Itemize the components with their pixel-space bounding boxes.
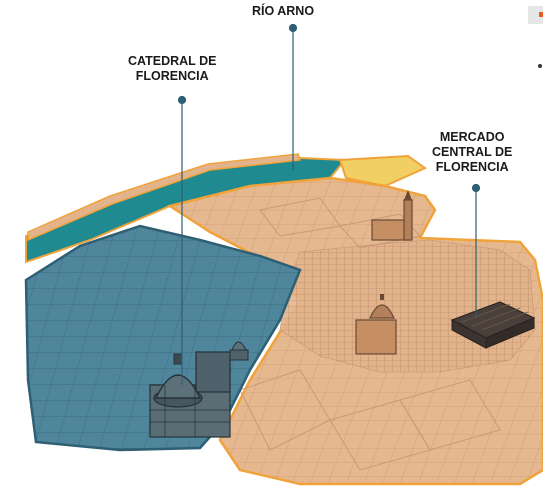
label-catedral: CATEDRAL DE FLORENCIA: [128, 54, 217, 83]
cathedral-dome-icon: [149, 341, 249, 438]
city-blocks: [239, 197, 501, 471]
corner-dot-icon: [538, 64, 542, 68]
market-hall-icon: [450, 301, 536, 349]
leader-lines: [177, 23, 481, 385]
church-icon: [355, 294, 397, 355]
label-mercado: MERCADO CENTRAL DE FLORENCIA: [432, 130, 513, 174]
label-rio-arno: RÍO ARNO: [252, 4, 315, 18]
tower-icon: [371, 190, 413, 241]
corner-tab-icon: [528, 6, 543, 24]
yellow-zone: [338, 154, 428, 188]
district-blue: [24, 224, 302, 452]
river-bank-north: [27, 153, 302, 242]
